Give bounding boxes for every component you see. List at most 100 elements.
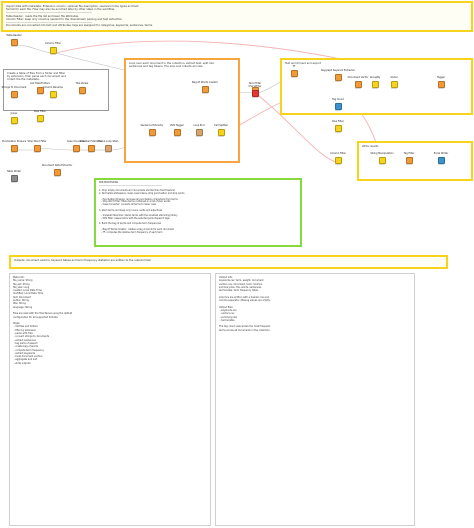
loop-annotation-text: Loop over each document in the collectio… (129, 62, 215, 69)
preprocessing-annotation-text: PRE-PROCESSING -------------------------… (99, 181, 185, 234)
preprocessing-annotation: PRE-PROCESSING -------------------------… (94, 178, 302, 247)
workflow-node[interactable] (437, 156, 445, 164)
write-results-annotation: Write results (357, 141, 473, 181)
workflow-node-label: Table Reader (6, 34, 22, 37)
workflow-node-label: Excel Writer (433, 152, 449, 155)
node-status-indicator (11, 152, 17, 154)
workflow-node-label: Keygraph Keyword Extractor (320, 69, 356, 72)
workflow-node-label: Tagger (436, 76, 446, 79)
workflow-node[interactable] (78, 86, 86, 94)
workflow-node[interactable] (334, 156, 342, 164)
workflow-node[interactable] (10, 144, 18, 152)
top-annotation-text: Import data with metadata: Extension col… (6, 5, 153, 28)
workflow-node[interactable] (354, 80, 362, 88)
workflow-node-label: Document Vector (347, 76, 369, 79)
workflow-node-label: Sorter (390, 76, 398, 79)
workflow-node[interactable] (49, 46, 57, 54)
workflow-node-label: Column Filter (330, 152, 346, 155)
file-listing-annotation-text: Create a table of files from a folder an… (7, 72, 66, 82)
workflow-node[interactable] (390, 80, 398, 88)
node-status-indicator (335, 164, 341, 166)
workflow-node-label: Tag Filter (403, 152, 415, 155)
workflow-node[interactable] (36, 114, 44, 122)
output-info-text: Output Info: keywords.csv: term, weight,… (219, 276, 271, 332)
node-status-indicator (335, 132, 341, 134)
node-status-indicator (88, 152, 94, 154)
workflow-node[interactable] (201, 85, 209, 93)
node-status-indicator (291, 77, 297, 79)
node-status-indicator (202, 93, 208, 95)
node-status-indicator (37, 122, 43, 124)
workflow-node-label: Tag Cloud (332, 98, 344, 101)
workflow-node-label: Table Writer (6, 170, 22, 173)
workflow-node-label: Bag Of Words Creator (192, 81, 218, 84)
node-status-indicator (438, 164, 444, 166)
node-status-indicator (73, 152, 79, 154)
workflow-node-label: POS Tagger (170, 124, 184, 127)
workflow-node[interactable] (49, 90, 57, 98)
workflow-node-label: TF (292, 65, 296, 68)
workflow-node-label: Document Data Extractor (41, 164, 73, 167)
node-status-indicator (79, 94, 85, 96)
workflow-node[interactable] (334, 124, 342, 132)
node-status-indicator (11, 182, 17, 184)
connection-line (16, 44, 53, 54)
node-status-indicator (50, 98, 56, 100)
node-status-indicator (105, 152, 111, 154)
workflow-node[interactable] (251, 89, 259, 97)
output-info-panel: Output Info: keywords.csv: term, weight,… (215, 273, 415, 526)
workflow-node[interactable] (334, 73, 342, 81)
workflow-node[interactable] (195, 128, 203, 136)
workflow-node-label: Tika Parser (75, 82, 89, 85)
enrichment-annotation-text: Text enrichment and export (285, 62, 321, 65)
workflow-node-label: Chunk Loop Start (97, 140, 119, 143)
meta-info-panel: Meta Info: file_name: String file_ext: S… (9, 273, 211, 526)
workflow-node[interactable] (87, 144, 95, 152)
workflow-node[interactable] (10, 174, 18, 182)
node-status-indicator (355, 88, 361, 90)
workflow-node[interactable] (405, 156, 413, 164)
workflow-node[interactable] (371, 80, 379, 88)
node-status-indicator (50, 54, 56, 56)
workflow-node[interactable] (10, 116, 18, 124)
workflow-node-label: Strings To Document (1, 86, 27, 89)
workflow-node[interactable] (10, 38, 18, 46)
workflow-node-label: Column Filter (45, 42, 61, 45)
workflow-node[interactable] (378, 156, 386, 164)
workflow-node-label: List Files/Folders (30, 82, 50, 85)
workflow-node[interactable] (290, 69, 298, 77)
workflow-node[interactable] (148, 128, 156, 136)
node-status-indicator (335, 81, 341, 83)
node-status-indicator (335, 110, 341, 112)
node-status-indicator (34, 152, 40, 154)
workflow-node[interactable] (437, 80, 445, 88)
node-status-indicator (252, 97, 258, 99)
node-status-indicator (11, 124, 17, 126)
node-status-indicator (37, 94, 43, 96)
node-status-indicator (196, 136, 202, 138)
workflow-node-label: CSV Writer (248, 85, 262, 88)
workflow-node-label: Cell Splitter (214, 124, 228, 127)
workflow-node-label: Joiner (10, 112, 18, 115)
meta-info-text: Meta Info: file_name: String file_ext: S… (13, 276, 73, 365)
workflow-node-label: Stop Word Filter (27, 140, 47, 143)
workflow-node[interactable] (10, 90, 18, 98)
workflow-node-label: Loop End (193, 124, 205, 127)
workflow-node-label: Sentence Extractor (140, 124, 164, 127)
node-status-indicator (11, 46, 17, 48)
workflow-node[interactable] (104, 144, 112, 152)
workflow-node[interactable] (173, 128, 181, 136)
workflow-node[interactable] (36, 86, 44, 94)
workflow-node[interactable] (217, 128, 225, 136)
workflow-node[interactable] (53, 168, 61, 176)
workflow-node-label: Case Converter (66, 140, 86, 143)
top-annotation: Import data with metadata: Extension col… (1, 1, 473, 32)
workflow-node-label: GroupBy (369, 76, 381, 79)
workflow-node[interactable] (72, 144, 80, 152)
workflow-node[interactable] (33, 144, 41, 152)
outputs-annotation: Outputs: document vectors, keyword table… (9, 255, 448, 269)
workflow-node[interactable] (334, 102, 342, 110)
workflow-node-label: Row Filter (332, 120, 344, 123)
workflow-node-label: Snowball Stemmer (79, 140, 103, 143)
workflow-node-label: String Manipulation (370, 152, 394, 155)
